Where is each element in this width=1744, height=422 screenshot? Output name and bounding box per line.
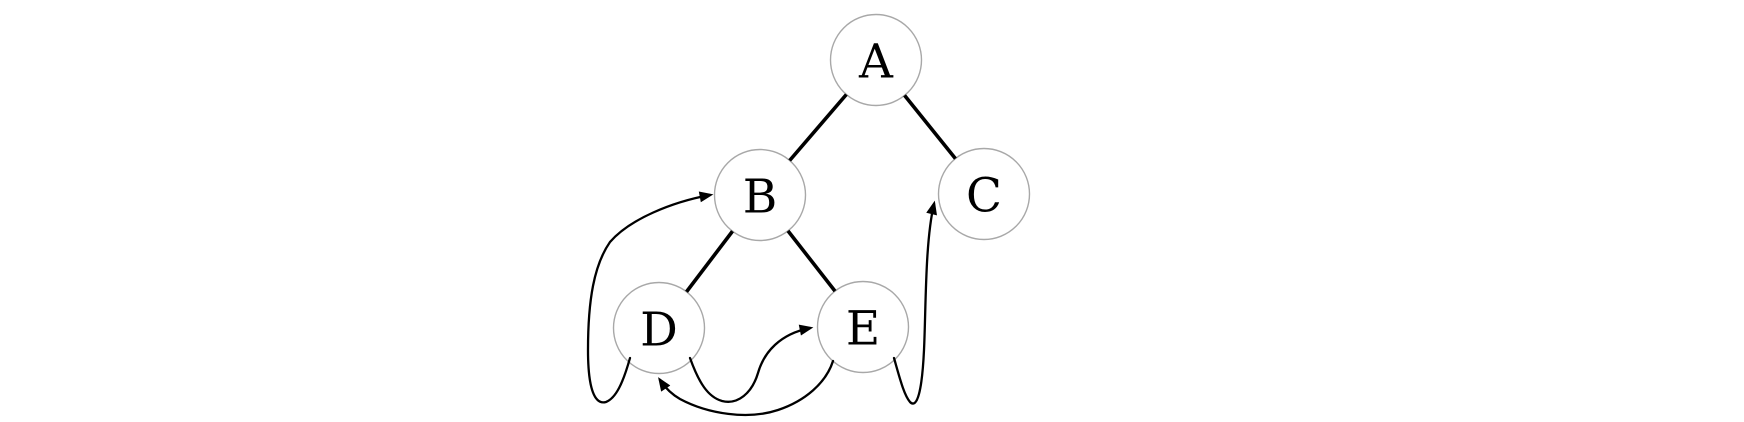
- node-C-label: C: [966, 169, 1002, 224]
- node-A-label: A: [858, 35, 894, 90]
- node-B-circle: [713, 148, 807, 242]
- tree-edge-B-E: [786, 229, 837, 293]
- node-D-label: D: [640, 303, 678, 358]
- arrow-E-D: [658, 359, 835, 417]
- arrow-D-B: [586, 191, 714, 404]
- arrow-E-C: [892, 200, 937, 405]
- node-D-circle: [612, 281, 706, 375]
- node-B-label: B: [743, 170, 778, 225]
- graph-layer: A B C D E: [586, 13, 1031, 417]
- node-A-circle: [829, 13, 923, 107]
- node-E-label: E: [846, 302, 880, 357]
- tree-edge-B-D: [685, 230, 734, 293]
- node-E-circle: [816, 280, 910, 374]
- tree-edge-A-C: [903, 94, 957, 160]
- tree-edge-A-B: [788, 93, 848, 162]
- arrow-D-E: [688, 324, 814, 403]
- node-C-circle: [937, 147, 1031, 241]
